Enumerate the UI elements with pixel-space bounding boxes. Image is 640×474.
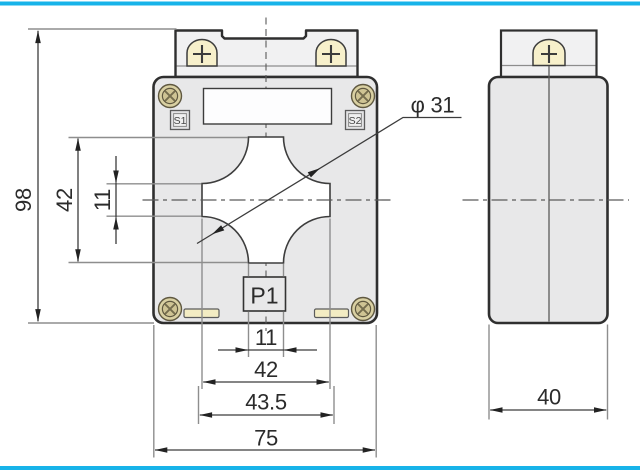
dim-42-bottom-label: 42 (254, 357, 278, 382)
bottom-border-rule (0, 466, 640, 470)
front-view: S1 S2 (142, 17, 392, 331)
corner-screw-bottom-right (350, 296, 376, 322)
dim-42-left-label: 42 (52, 188, 77, 212)
s2-label: S2 (349, 115, 362, 127)
corner-screw-bottom-left (157, 296, 183, 322)
dim-43-5-label: 43.5 (245, 390, 287, 415)
screw-cross-icon (322, 45, 340, 63)
s1-label: S1 (174, 115, 187, 127)
terminal-mark-s1: S1 (169, 109, 191, 131)
corner-screw-top-left (157, 83, 183, 109)
side-view (462, 29, 629, 325)
leader-arrow-lower (212, 225, 225, 235)
dim-40-label: 40 (537, 385, 561, 410)
dimension-lines (35, 30, 607, 453)
screw-x-icon (164, 90, 176, 102)
top-border-rule (0, 1, 640, 6)
screw-cross-icon (541, 45, 557, 63)
screw-x-icon (164, 303, 176, 315)
dim-11-left-label: 11 (90, 189, 115, 211)
extension-lines (28, 28, 609, 458)
terminal-mark-p1: P1 (242, 276, 287, 312)
front-terminal-screw-left (186, 38, 218, 67)
rating-label-plate (202, 87, 333, 125)
dim-75-label: 75 (254, 426, 278, 451)
dimension-labels: 98 42 11 φ 31 11 42 43.5 75 40 (11, 93, 561, 451)
leader-arrow-upper (307, 168, 320, 178)
screw-cross-icon (193, 45, 211, 63)
dim-phi31-label: φ 31 (411, 93, 455, 118)
p1-label: P1 (250, 283, 278, 309)
hole-diameter-leader (196, 116, 462, 245)
terminal-mark-s2: S2 (344, 109, 366, 131)
dim-11-bottom-label: 11 (255, 325, 277, 350)
side-terminal-screw (532, 38, 566, 67)
dim-98-label: 98 (11, 188, 36, 212)
mounting-slot-right (313, 308, 350, 319)
front-terminal-screw-right (315, 38, 347, 67)
screw-x-icon (357, 303, 369, 315)
corner-screw-top-right (350, 83, 376, 109)
screw-x-icon (357, 90, 369, 102)
